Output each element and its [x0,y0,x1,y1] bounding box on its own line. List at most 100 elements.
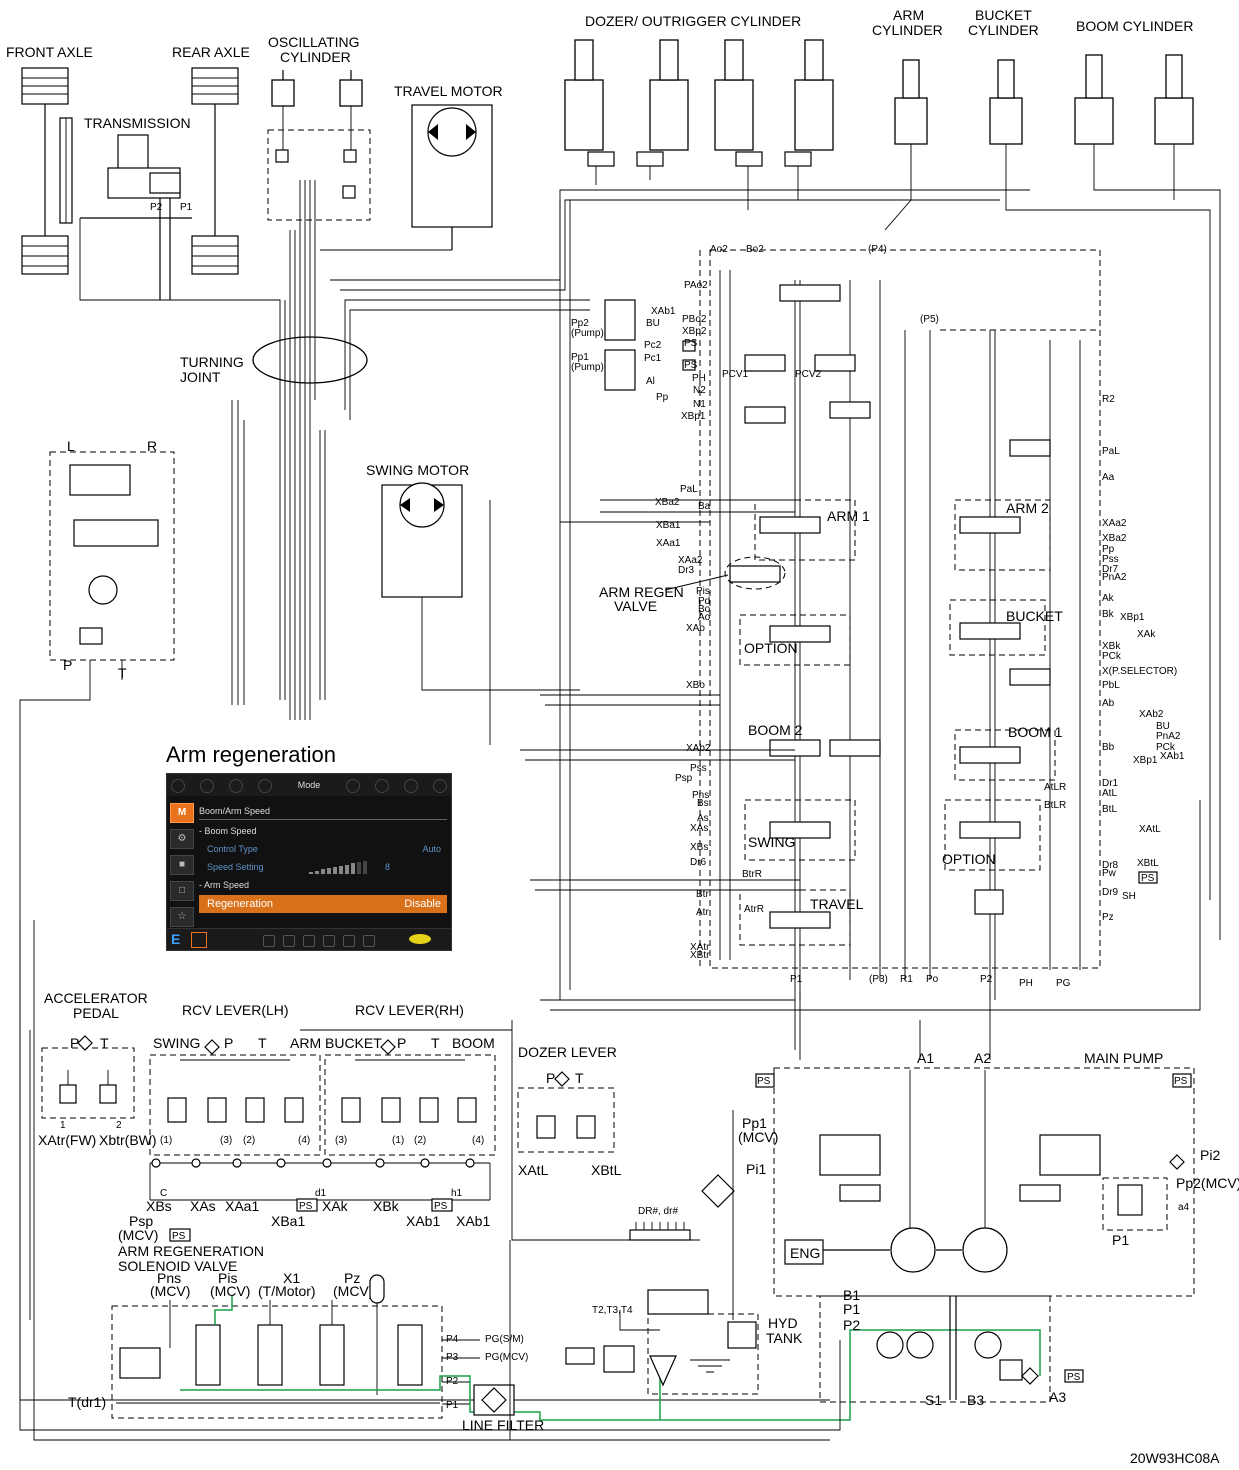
port-pis: Pis [696,586,710,597]
pcv2-label: PCV2 [795,369,822,380]
port-xba1: XBa1 [656,520,681,531]
xak-label: XAk [322,1198,349,1214]
pz-mcv: (MCV) [333,1283,373,1299]
port-dr6: Dr6 [690,857,707,868]
port-dr3: Dr3 [678,565,695,576]
menu-mode-button[interactable]: M [170,803,194,823]
ps-box-right: PS [1141,873,1155,884]
port-xak: XAk [1137,629,1156,640]
port-pck: PCk [1102,651,1122,662]
speed-setting-row[interactable]: Speed Setting 8 [199,859,447,875]
sol-pg-sm: PG(S/M) [485,1334,524,1345]
menu-user-icon[interactable]: ■ [170,855,194,875]
menu-gear-icon[interactable]: ⚙ [170,829,194,849]
rcv-rh-port-3: (3) [335,1135,347,1146]
section-boom2: BOOM 2 [748,722,803,738]
rcv-ps-3: PS [172,1231,186,1242]
pp2-mcv-label: Pp2(MCV) [1176,1175,1239,1191]
port-p2-mcv: P2 [980,974,993,985]
port-po: Po [926,974,939,985]
monitor-caption: Arm regeneration [166,742,336,767]
b3-label: B3 [967,1392,984,1408]
pis-label: Pis [218,1270,237,1286]
port-dr1: Dr1 [1102,778,1119,789]
accel-label-1: ACCELERATOR [44,990,148,1006]
rcv-rh-t: T [431,1035,440,1051]
rcv-lh-port-1: (1) [160,1135,172,1146]
rcv-lh-port-2: (2) [243,1135,255,1146]
control-type-row[interactable]: Control Type Auto [199,841,447,857]
eco-button[interactable]: E [171,931,181,947]
port-bo: Bo [698,604,711,615]
regen-sol-label-1: ARM REGENERATION [118,1243,264,1259]
rcv-ps-1: PS [299,1201,313,1212]
port-pbl: PbL [1102,680,1120,691]
excavator-mode-icon[interactable] [191,932,207,948]
oscillating-label-2: CYLINDER [280,49,351,65]
arm-speed-heading: - Arm Speed [199,880,250,890]
port-xatr: XAtr [690,942,710,953]
port-p5: (P5) [920,314,939,325]
section-swing: SWING [748,834,795,850]
port-xbs: XBs [690,842,708,853]
battery-icon [258,779,273,793]
rcv-lh-port-4: (4) [298,1135,310,1146]
port-pp-r: Pp [1102,544,1115,555]
menu-display-icon[interactable]: □ [170,881,194,901]
info-icon [403,779,418,793]
gp-p1-label: P1 [843,1301,860,1317]
rcv-lh-port-3: (3) [220,1135,232,1146]
accelerator-pedal [29,1030,135,1320]
speed-level-bar [321,869,325,874]
port-xba2-r: XBa2 [1102,533,1127,544]
pump-word-2: (Pump) [571,362,604,373]
pz-label: Pz [344,1270,360,1286]
travel-motor [411,104,493,250]
port-xbtr: XBtr [690,950,710,961]
sol-p3: P3 [446,1352,459,1363]
rcv-h1: h1 [451,1188,463,1199]
speed-level-bar [315,870,319,874]
section-arm1: ARM 1 [827,508,870,524]
a2-label: A2 [974,1050,991,1066]
port-pal-l: PaL [680,484,698,495]
drain-manifold [629,1222,691,1241]
port-n1: N1 [693,399,706,410]
regeneration-row[interactable]: Regeneration Disable [199,895,447,913]
speed-setting-value: 8 [385,862,391,872]
rcv-boom-label: BOOM [452,1035,495,1051]
port-bk: Bk [1102,609,1115,620]
port-p3-mcv: (P3) [869,974,888,985]
port-xbk: XBk [1102,641,1121,652]
speed-setting-label: Speed Setting [207,862,264,872]
port-psp-l: Psp [675,773,693,784]
port-xaa2: XAa2 [678,555,703,566]
pump-ps-1: PS [757,1076,771,1087]
rcv-lh-label: RCV LEVER(LH) [182,1002,289,1018]
arm-cylinder-label-2: CYLINDER [872,22,943,38]
monitor-side-menu: M ⚙ ■ □ ☆ [167,799,195,927]
menu-star-icon[interactable]: ☆ [170,907,194,927]
dozer-outrigger-label: DOZER/ OUTRIGGER CYLINDER [585,13,801,29]
port-ao2: Ao2 [710,244,728,255]
port-ph: PH [692,373,706,384]
port-atrr: AtrR [744,904,764,915]
pp1-mcv-sub: (MCV) [738,1129,778,1145]
turtle-icon[interactable] [409,934,431,944]
clock-icon [432,779,447,793]
dozer-lever [300,1020,700,1241]
pump-pp2: Pp2 [571,318,589,329]
monitor-panel: Boom/Arm Speed - Boom Speed Control Type… [199,801,447,925]
bucket-cylinder-label-2: CYLINDER [968,22,1039,38]
port-as: As [697,813,709,824]
hydraulic-tank [565,1110,759,1395]
dozer-outrigger-cylinders [564,39,834,167]
port-xaa2-r: XAa2 [1102,518,1127,529]
port-xaa1: XAa1 [656,538,681,549]
pump-word-1: (Pump) [571,328,604,339]
port-pal: PaL [1102,446,1120,457]
port-atr: Atr [696,907,709,918]
port-xba2: XBa2 [655,497,680,508]
section-boom1: BOOM 1 [1008,724,1063,740]
port-ao: Ao [698,612,711,623]
